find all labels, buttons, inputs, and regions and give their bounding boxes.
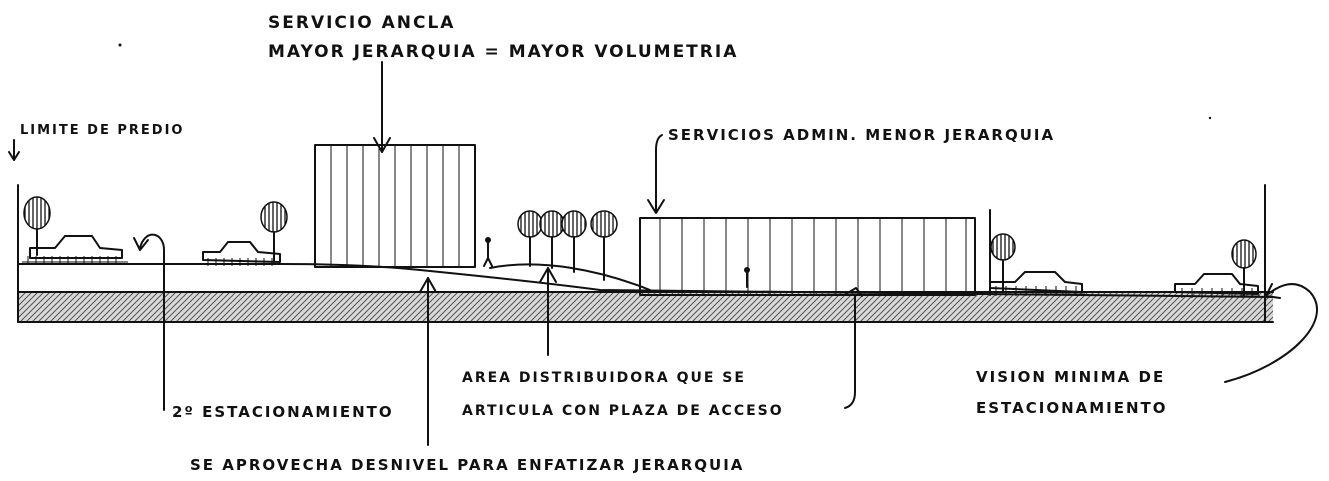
slope-mound [489, 263, 651, 291]
vision-label-line1: VISION MINIMA DE [976, 368, 1165, 386]
admin-services-label: SERVICIOS ADMIN. MENOR JERARQUIA [668, 126, 1055, 144]
arrowhead-up-icon [539, 267, 557, 283]
anchor-building [314, 144, 476, 268]
second-parking-leader [139, 233, 165, 411]
car-icon [22, 235, 128, 264]
arrowhead-down-icon [8, 151, 20, 161]
arrows [8, 61, 1318, 446]
site-limit-label: LIMITE DE PREDIO [20, 123, 184, 138]
car-icon [200, 241, 284, 266]
arrowhead-down-icon [373, 137, 391, 153]
plaza-leader [844, 294, 856, 409]
ground-band [18, 292, 1273, 322]
anchor-title: SERVICIO ANCLA [268, 13, 455, 33]
tree-icon [1231, 239, 1257, 297]
ground-line [17, 263, 1274, 298]
admin-building-outline [639, 217, 976, 296]
anchor-subtitle: MAYOR JERARQUIA = MAYOR VOLUMETRIA [268, 42, 738, 62]
arrowhead-icon [845, 287, 863, 297]
sketch-dot [118, 43, 122, 47]
tree-cluster-icon [517, 210, 618, 281]
arrowhead-icon [133, 237, 149, 251]
arrowhead-down-icon [647, 199, 665, 214]
car-icon [1172, 273, 1260, 298]
person-icon [744, 267, 750, 288]
tree-icon [260, 201, 288, 263]
person-icon [483, 237, 493, 267]
second-parking-label: 2º ESTACIONAMIENTO [172, 403, 394, 421]
tree-icon [23, 196, 51, 256]
car-icon [986, 271, 1085, 296]
ground-section [17, 184, 1274, 323]
sketch-dot [1208, 116, 1212, 120]
admin-building [639, 209, 991, 296]
vision-arrow [1224, 283, 1318, 383]
level-change-label: SE APROVECHA DESNIVEL PARA ENFATIZAR JER… [190, 456, 744, 474]
arrowhead-icon [1265, 283, 1281, 299]
distributor-label-line2: ARTICULA CON PLAZA DE ACCESO [462, 403, 784, 419]
admin-arrow [655, 134, 663, 213]
distributor-label-line1: AREA DISTRIBUIDORA QUE SE [462, 370, 746, 386]
arrowhead-up-icon [419, 277, 437, 293]
vision-label-line2: ESTACIONAMIENTO [976, 399, 1168, 417]
tree-icon [990, 233, 1016, 293]
